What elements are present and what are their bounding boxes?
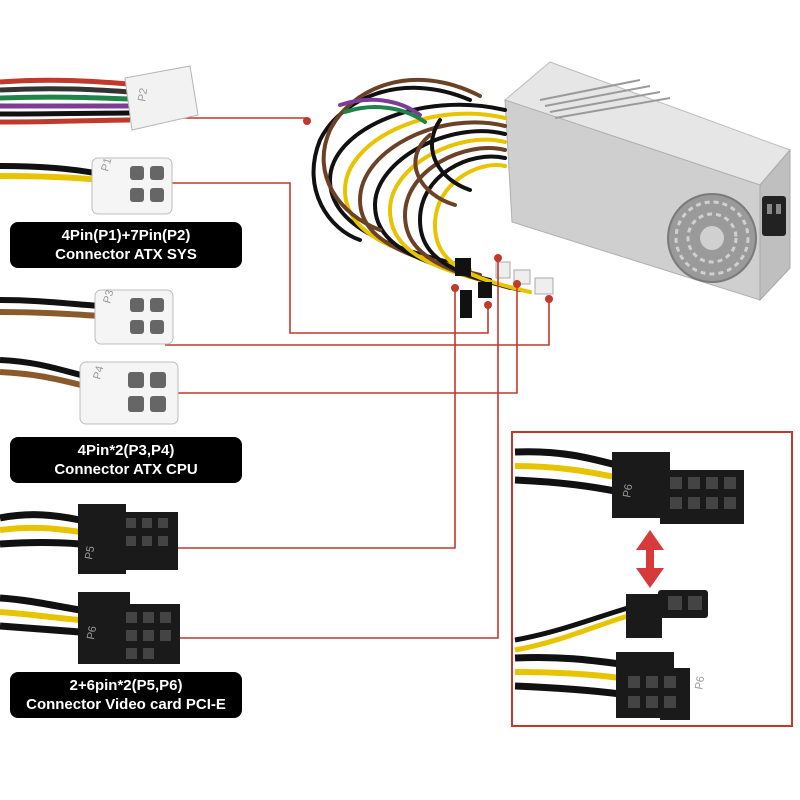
- connector-p2-mark: P2: [136, 87, 150, 102]
- connector-p4: P4: [0, 357, 179, 425]
- connector-p1: P1: [0, 157, 173, 215]
- label-atx-cpu-line2: Connector ATX CPU: [54, 461, 198, 478]
- cable-bundle: [311, 78, 532, 294]
- label-pcie: 2+6pin*2(P5,P6) Connector Video card PCI…: [10, 672, 242, 718]
- inset-top-connector: P6: [514, 448, 744, 524]
- connector-p6-mark: P6: [85, 625, 99, 640]
- connector-p2: P2: [0, 65, 199, 131]
- leader-dots: [303, 117, 553, 309]
- connector-p1-mark: P1: [99, 157, 114, 173]
- label-pcie-line1: 2+6pin*2(P5,P6): [69, 677, 183, 694]
- vent-slots: [539, 79, 671, 119]
- double-arrow-icon: [636, 530, 664, 588]
- label-pcie-line2: Connector Video card PCI-E: [26, 696, 226, 713]
- power-supply-unit: [503, 61, 791, 302]
- connector-p6: P6: [0, 592, 180, 664]
- fan-grill: [667, 193, 757, 283]
- inset-bottom-p6-mark: P6: [693, 675, 707, 690]
- pcie-detail-inset: P6: [511, 431, 793, 727]
- label-atx-cpu-line1: 4Pin*2(P3,P4): [77, 442, 175, 459]
- label-atx-sys-line2: Connector ATX SYS: [55, 246, 197, 263]
- connector-p5: P5: [0, 504, 178, 574]
- connector-p5-mark: P5: [83, 545, 97, 560]
- connector-p4-mark: P4: [91, 365, 106, 381]
- inset-2pin-connector: [514, 590, 708, 653]
- leader-lines: [160, 117, 550, 639]
- ac-power-socket: [762, 196, 786, 236]
- inset-top-p6-mark: P6: [621, 483, 635, 498]
- connector-p3: P3: [0, 289, 174, 345]
- inset-bottom-connector: P6: [514, 652, 707, 720]
- label-atx-sys: 4Pin(P1)+7Pin(P2) Connector ATX SYS: [10, 222, 242, 268]
- connector-p3-mark: P3: [101, 289, 116, 305]
- label-atx-sys-line1: 4Pin(P1)+7Pin(P2): [61, 227, 191, 244]
- label-atx-cpu: 4Pin*2(P3,P4) Connector ATX CPU: [10, 437, 242, 483]
- bundle-connector-ends: [455, 258, 554, 318]
